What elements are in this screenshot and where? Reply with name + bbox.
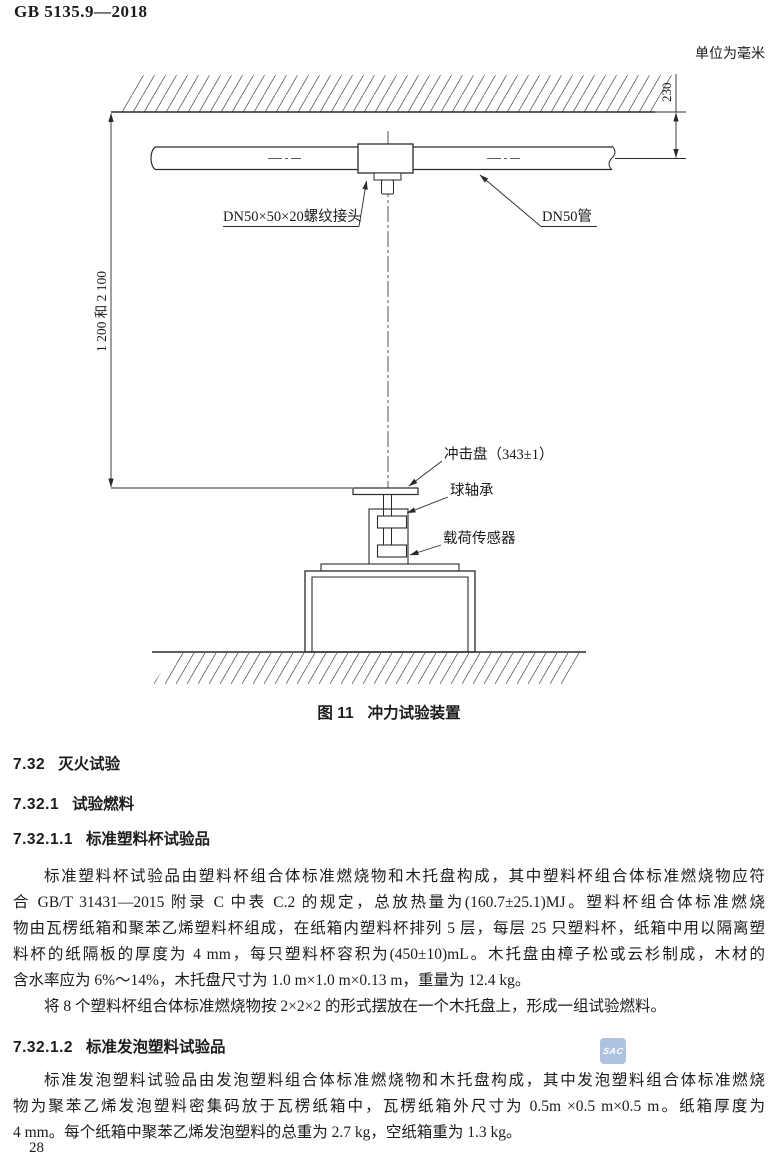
pedestal-box-outer [304, 570, 476, 653]
section-title: 灭火试验 [58, 756, 121, 773]
section-number: 7.32.1 [13, 796, 60, 813]
paragraph-line: 合 GB/T 31431—2015 附录 C 中表 C.2 的规定，总放热量为(… [13, 894, 765, 911]
section-number: 7.32.1.2 [13, 1039, 74, 1056]
paragraph-line: 物由瓦楞纸箱和聚苯乙烯塑料杯组成，在纸箱内塑料杯排列 5 层，每层 25 只塑料… [13, 920, 765, 937]
paragraph-line: 物为聚苯乙烯发泡塑料密集码放于瓦楞纸箱中，瓦楞纸箱外尺寸为 0.5m ×0.5 … [13, 1098, 765, 1115]
dim-230-label: 230 [659, 83, 674, 103]
ball-bearing-label: 球轴承 [450, 482, 494, 499]
page-number: 28 [29, 1140, 44, 1156]
pipe-label: DN50管 [542, 208, 592, 225]
connector-block [357, 143, 414, 174]
section-title: 试验燃料 [72, 796, 135, 813]
figure-caption-title: 冲力试验装置 [367, 705, 461, 722]
sac-watermark: SAC [600, 1038, 626, 1064]
paragraph-line: 将 8 个塑料杯组合体标准燃烧物按 2×2×2 的形式摆放在一个木托盘上，形成一… [44, 998, 666, 1015]
doc-number: GB 5135.9—2018 [14, 2, 148, 21]
ground-hatch [153, 652, 586, 684]
figure-caption-number: 图 11 [317, 705, 354, 722]
pedestal-top-plate [320, 563, 460, 572]
connector-label: DN50×50×20螺纹接头 [223, 208, 362, 225]
paragraph-line: 标准发泡塑料试验品由发泡塑料组合体标准燃烧物和木托盘构成，其中发泡塑料组合体标准… [44, 1072, 765, 1089]
section-title: 标准发泡塑料试验品 [86, 1039, 226, 1056]
pipe-left-cap [150, 146, 157, 171]
impact-plate-label: 冲击盘（343±1） [444, 445, 553, 463]
figure-caption: 图 11 冲力试验装置 [0, 701, 778, 723]
paragraph-line: 料杯的纸隔板的厚度为 4 mm，每只塑料杯容积为(450±10)mL。木托盘由樟… [13, 946, 765, 963]
sac-watermark-text: SAC [601, 1046, 625, 1056]
impact-test-apparatus-figure: 230 1 200 和 2 100 DN50×50×20螺纹接头 DN50管 冲… [94, 74, 686, 684]
section-number: 7.32.1.1 [13, 831, 74, 848]
load-sensor-label: 载荷传感器 [443, 530, 516, 547]
load-sensor-block [376, 544, 408, 558]
paragraph-line: 标准塑料杯试验品由塑料杯组合体标准燃烧物和木托盘构成，其中塑料杯组合体标准燃烧物… [44, 868, 765, 885]
paragraph-line: 含水率应为 6%～14%，木托盘尺寸为 1.0 m×1.0 m×0.13 m，重… [13, 972, 531, 989]
section-heading-7-32-1-1: 7.32.1.1 标准塑料杯试验品 [13, 827, 210, 849]
unit-note: 单位为毫米 [695, 47, 765, 62]
paragraph-arrangement: 将 8 个塑料杯组合体标准燃烧物按 2×2×2 的形式摆放在一个木托盘上，形成一… [13, 994, 765, 1020]
paragraph-foam-plastic-spec: 标准发泡塑料试验品由发泡塑料组合体标准燃烧物和木托盘构成，其中发泡塑料组合体标准… [13, 1068, 765, 1146]
section-heading-7-32-1: 7.32.1 试验燃料 [13, 792, 134, 814]
ceiling-hatch [112, 75, 677, 112]
section-title: 标准塑料杯试验品 [86, 831, 211, 848]
pedestal-box-inner [311, 576, 469, 652]
section-number: 7.32 [13, 756, 46, 773]
section-heading-7-32: 7.32 灭火试验 [13, 752, 120, 774]
section-heading-7-32-1-2: 7.32.1.2 标准发泡塑料试验品 [13, 1035, 226, 1057]
pipe-right-break [608, 145, 616, 171]
dim-drop-height-label: 1 200 和 2 100 [94, 271, 109, 352]
ball-bearing-block [376, 515, 408, 529]
paragraph-line: 4 mm。每个纸箱中聚苯乙烯发泡塑料的总重为 2.7 kg，空纸箱重为 1.3 … [13, 1124, 522, 1141]
paragraph-plastic-cup-spec: 标准塑料杯试验品由塑料杯组合体标准燃烧物和木托盘构成，其中塑料杯组合体标准燃烧物… [13, 864, 765, 994]
impact-plate [352, 487, 419, 496]
